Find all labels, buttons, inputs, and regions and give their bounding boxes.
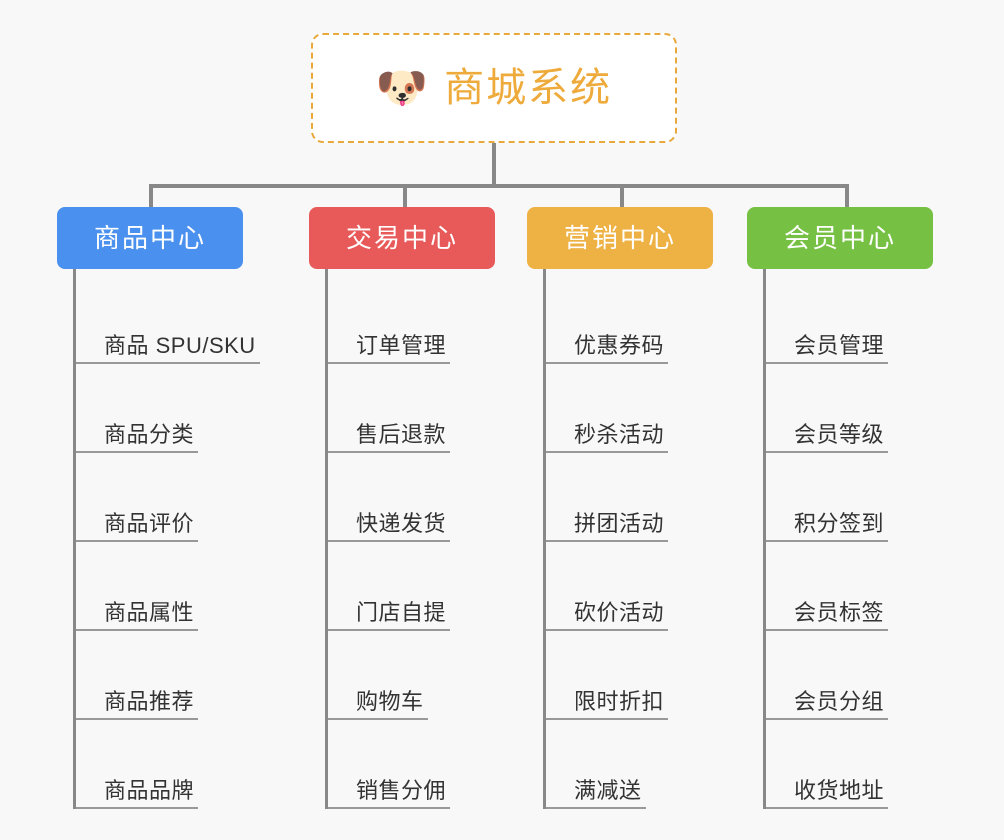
leaf-underline (546, 362, 668, 364)
list-item[interactable]: 优惠券码 (546, 275, 732, 364)
list-item[interactable]: 限时折扣 (546, 631, 732, 720)
leaf-label: 积分签到 (794, 511, 885, 536)
list-item[interactable]: 购物车 (328, 631, 514, 720)
list-item[interactable]: 商品 SPU/SKU (76, 275, 287, 364)
list-item[interactable]: 满减送 (546, 720, 732, 809)
leaf-underline (546, 718, 668, 720)
leaf-label: 会员分组 (794, 689, 885, 714)
leaf-label: 收货地址 (794, 778, 885, 803)
leaf-underline (766, 362, 888, 364)
leaf-label: 商品分类 (104, 422, 195, 447)
leaf-underline (766, 540, 888, 542)
connector-horizontal-bus (149, 184, 849, 188)
list-item[interactable]: 商品属性 (76, 542, 287, 631)
connector-drop-member-center (845, 184, 849, 208)
root-node[interactable]: 🐶 商城系统 (311, 33, 677, 143)
dog-face-icon: 🐶 (375, 64, 429, 111)
leaf-label: 销售分佣 (356, 778, 447, 803)
leaf-label: 限时折扣 (574, 689, 665, 714)
leaf-underline (766, 629, 888, 631)
list-item[interactable]: 订单管理 (328, 275, 514, 364)
branch-header-marketing-center[interactable]: 营销中心 (527, 207, 713, 269)
list-item[interactable]: 会员等级 (766, 364, 952, 453)
leaf-label: 会员管理 (794, 333, 885, 358)
leaf-list-product-center: 商品 SPU/SKU 商品分类 商品评价 商品属性 商品推荐 商品品牌 (73, 269, 287, 809)
list-item[interactable]: 商品分类 (76, 364, 287, 453)
connector-drop-marketing-center (620, 184, 624, 208)
leaf-label: 商品 SPU/SKU (104, 333, 256, 358)
leaf-label: 会员标签 (794, 600, 885, 625)
leaf-underline (328, 540, 450, 542)
leaf-label: 门店自提 (356, 600, 447, 625)
leaf-underline (546, 629, 668, 631)
leaf-label: 会员等级 (794, 422, 885, 447)
branch-header-product-center[interactable]: 商品中心 (57, 207, 243, 269)
leaf-label: 拼团活动 (574, 511, 665, 536)
leaf-underline (546, 540, 668, 542)
leaf-underline (328, 362, 450, 364)
leaf-label: 满减送 (574, 778, 642, 803)
leaf-label: 订单管理 (356, 333, 447, 358)
list-item[interactable]: 会员管理 (766, 275, 952, 364)
leaf-underline (328, 718, 428, 720)
list-item[interactable]: 积分签到 (766, 453, 952, 542)
leaf-underline (76, 540, 198, 542)
leaf-underline (76, 807, 198, 809)
leaf-label: 砍价活动 (574, 600, 665, 625)
leaf-label: 秒杀活动 (574, 422, 665, 447)
leaf-label: 商品品牌 (104, 778, 195, 803)
leaf-label: 商品评价 (104, 511, 195, 536)
leaf-underline (766, 718, 888, 720)
connector-drop-trade-center (403, 184, 407, 208)
leaf-list-member-center: 会员管理 会员等级 积分签到 会员标签 会员分组 收货地址 (763, 269, 952, 809)
leaf-underline (76, 451, 198, 453)
connector-drop-product-center (149, 184, 153, 208)
list-item[interactable]: 秒杀活动 (546, 364, 732, 453)
branch-header-member-center[interactable]: 会员中心 (747, 207, 933, 269)
leaf-label: 快递发货 (356, 511, 447, 536)
leaf-underline (76, 362, 260, 364)
branch-header-trade-center[interactable]: 交易中心 (309, 207, 495, 269)
leaf-underline (546, 451, 668, 453)
list-item[interactable]: 砍价活动 (546, 542, 732, 631)
leaf-underline (76, 718, 198, 720)
branch-column-marketing-center: 营销中心 优惠券码 秒杀活动 拼团活动 砍价活动 限时折扣 满减送 (527, 207, 732, 809)
leaf-underline (328, 451, 450, 453)
leaf-underline (328, 629, 450, 631)
branch-column-product-center: 商品中心 商品 SPU/SKU 商品分类 商品评价 商品属性 商品推荐 商品品牌 (57, 207, 287, 809)
leaf-underline (76, 629, 198, 631)
branch-column-trade-center: 交易中心 订单管理 售后退款 快递发货 门店自提 购物车 销售分佣 (309, 207, 514, 809)
root-title: 商城系统 (444, 66, 613, 110)
leaf-underline (546, 807, 646, 809)
list-item[interactable]: 销售分佣 (328, 720, 514, 809)
leaf-label: 商品推荐 (104, 689, 195, 714)
leaf-label: 购物车 (356, 689, 424, 714)
leaf-underline (766, 451, 888, 453)
list-item[interactable]: 会员分组 (766, 631, 952, 720)
list-item[interactable]: 商品品牌 (76, 720, 287, 809)
list-item[interactable]: 会员标签 (766, 542, 952, 631)
leaf-label: 优惠券码 (574, 333, 665, 358)
leaf-label: 商品属性 (104, 600, 195, 625)
leaf-list-marketing-center: 优惠券码 秒杀活动 拼团活动 砍价活动 限时折扣 满减送 (543, 269, 732, 809)
list-item[interactable]: 门店自提 (328, 542, 514, 631)
leaf-label: 售后退款 (356, 422, 447, 447)
leaf-underline (766, 807, 888, 809)
leaf-list-trade-center: 订单管理 售后退款 快递发货 门店自提 购物车 销售分佣 (325, 269, 514, 809)
list-item[interactable]: 收货地址 (766, 720, 952, 809)
list-item[interactable]: 拼团活动 (546, 453, 732, 542)
list-item[interactable]: 商品推荐 (76, 631, 287, 720)
list-item[interactable]: 商品评价 (76, 453, 287, 542)
leaf-underline (328, 807, 450, 809)
connector-root-stem (492, 143, 496, 186)
branch-column-member-center: 会员中心 会员管理 会员等级 积分签到 会员标签 会员分组 收货地址 (747, 207, 952, 809)
list-item[interactable]: 快递发货 (328, 453, 514, 542)
list-item[interactable]: 售后退款 (328, 364, 514, 453)
